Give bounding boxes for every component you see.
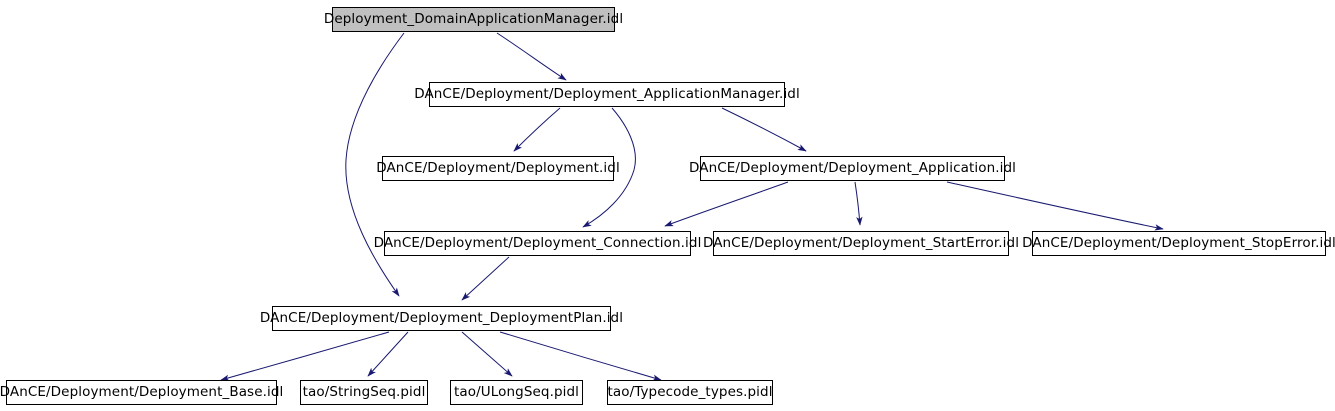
graph-node-stoperror[interactable]: DAnCE/Deployment/Deployment_StopError.id… (1022, 231, 1335, 256)
graph-edge-deploymentplan-to-ulongseq (461, 331, 513, 377)
graph-edge-deploymentplan-to-base (220, 331, 390, 381)
graph-edge-application-to-connection (664, 181, 789, 227)
graph-edge-application-to-starterror (854, 181, 863, 226)
graph-edge-deploymentplan-to-typecode (499, 331, 662, 381)
graph-edge-appmgr-to-application (721, 107, 807, 152)
graph-edge-appmgr-to-connection (582, 107, 636, 228)
graph-edge-deploymentplan-to-stringseq (367, 331, 409, 377)
graph-edge-root-to-deploymentplan (345, 32, 405, 297)
graph-node-typecode[interactable]: tao/Typecode_types.pidl (607, 380, 773, 405)
graph-edge-appmgr-to-deployment (513, 107, 561, 152)
graph-node-connection[interactable]: DAnCE/Deployment/Deployment_Connection.i… (374, 231, 701, 256)
graph-edge-application-to-stoperror (946, 181, 1164, 231)
graph-node-starterror[interactable]: DAnCE/Deployment/Deployment_StartError.i… (703, 231, 1019, 256)
graph-node-appmgr[interactable]: DAnCE/Deployment/Deployment_ApplicationM… (414, 82, 800, 107)
graph-node-stringseq[interactable]: tao/StringSeq.pidl (300, 380, 428, 405)
graph-node-ulongseq[interactable]: tao/ULongSeq.pidl (450, 380, 583, 405)
graph-node-deployment[interactable]: DAnCE/Deployment/Deployment.idl (376, 156, 620, 181)
graph-node-deploymentplan[interactable]: DAnCE/Deployment/Deployment_DeploymentPl… (260, 306, 623, 331)
graph-edge-root-to-appmgr (496, 32, 567, 81)
graph-node-application[interactable]: DAnCE/Deployment/Deployment_Application.… (689, 156, 1016, 181)
graph-node-root[interactable]: Deployment_DomainApplicationManager.idl (324, 7, 623, 32)
graph-node-base[interactable]: DAnCE/Deployment/Deployment_Base.idl (0, 380, 283, 405)
graph-edge-connection-to-deploymentplan (461, 256, 510, 301)
